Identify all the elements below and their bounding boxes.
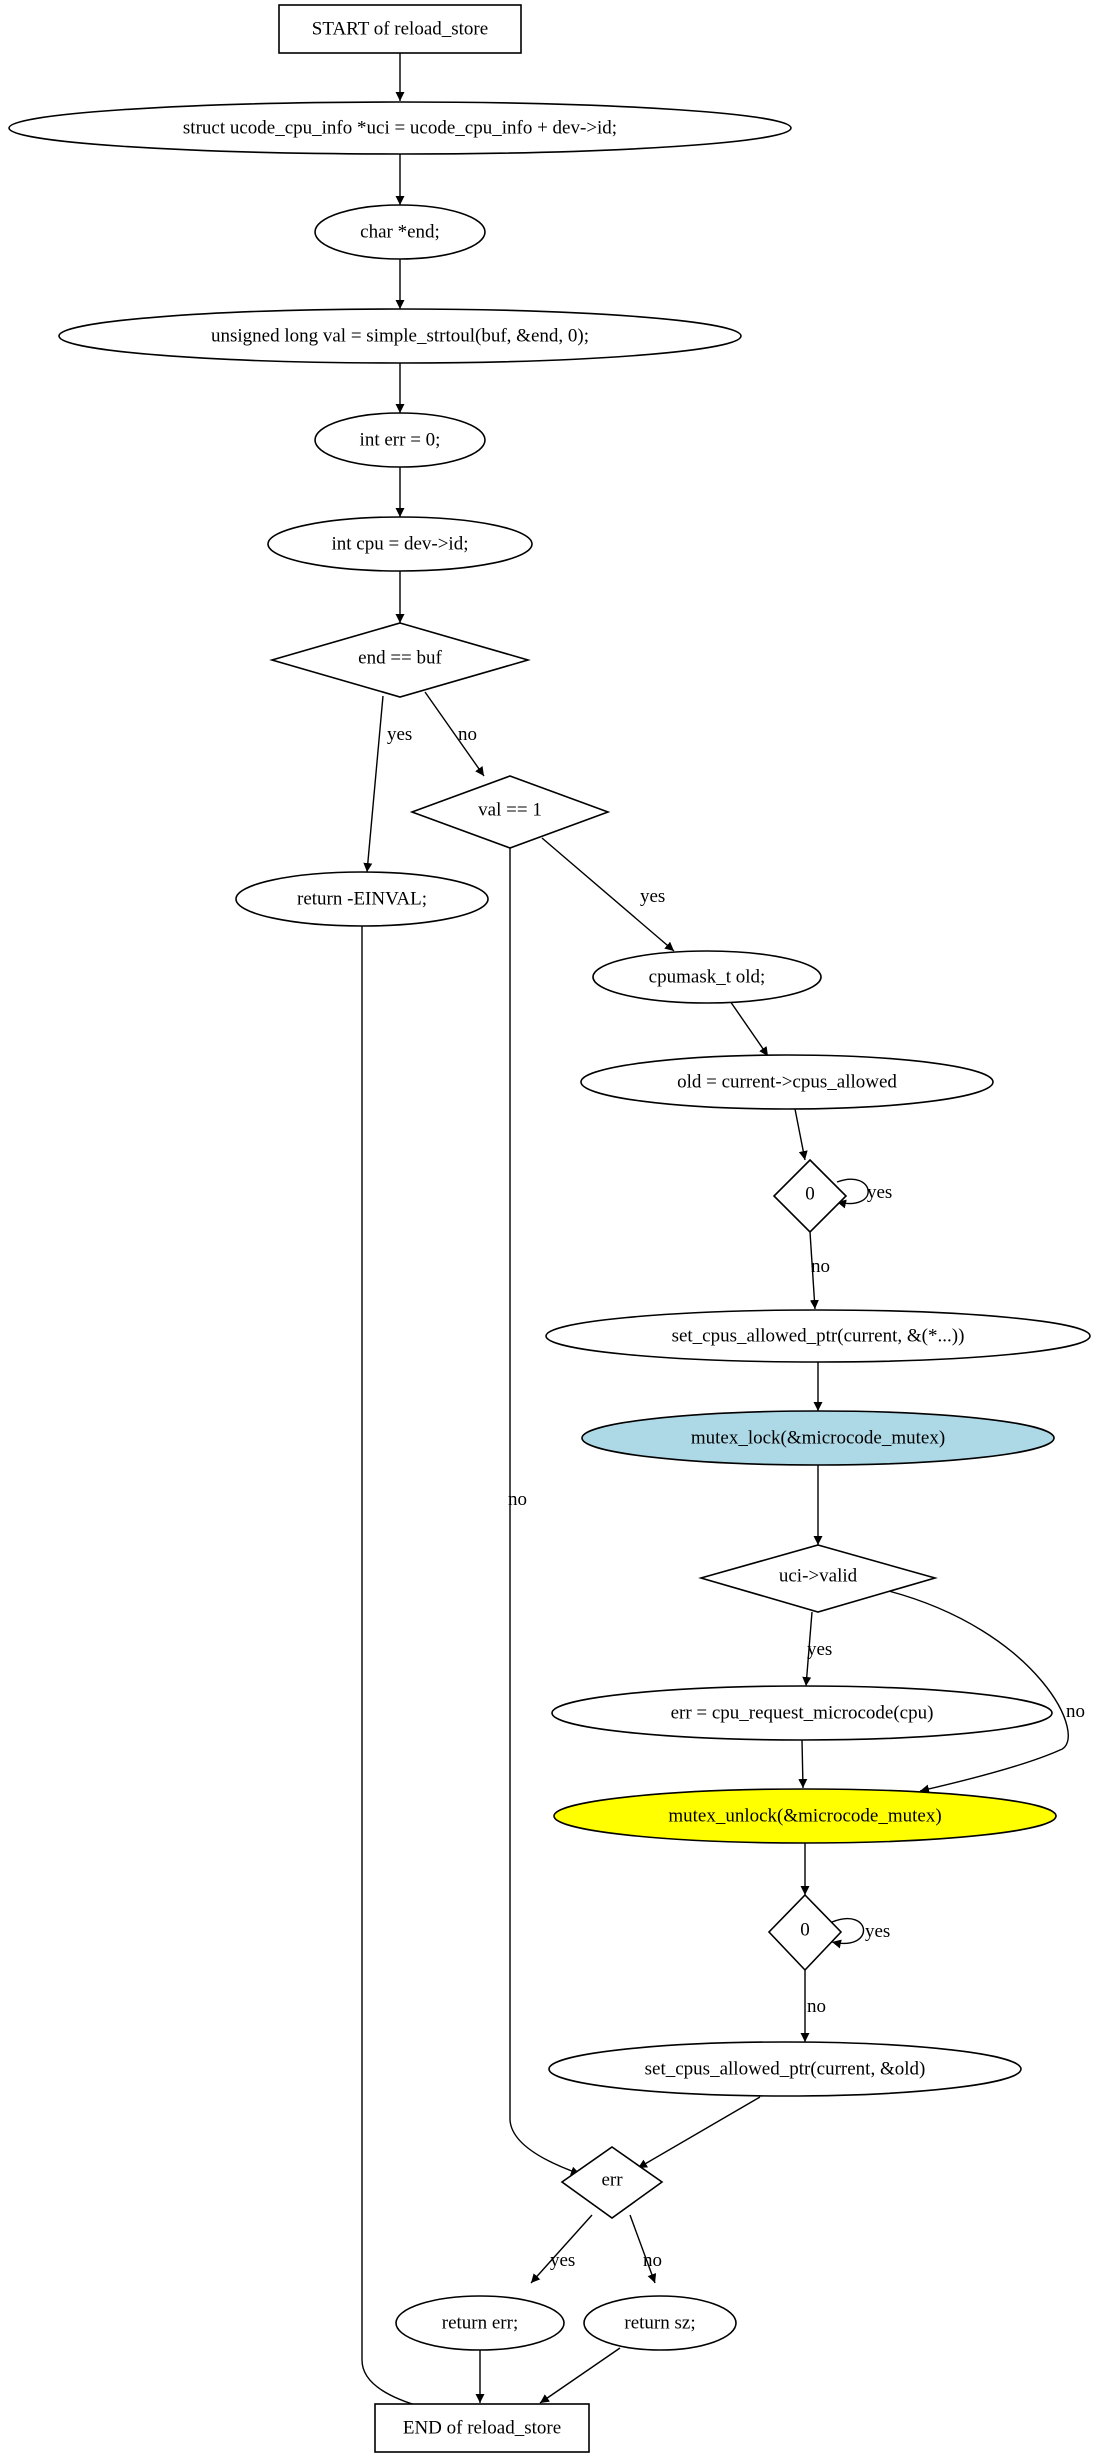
edge-valid-no [884, 1589, 1069, 1794]
edge-err-no [629, 2214, 657, 2284]
edge-val-yes [541, 837, 675, 952]
node-old-decl: cpumask_t old; [592, 950, 822, 1004]
edge-err-assign-to-unlock [798, 1739, 808, 1789]
node-err-assign: err = cpu_request_microcode(cpu) [551, 1685, 1053, 1741]
edge-assign-to-zero1 [794, 1108, 808, 1161]
node-start: START of reload_store [278, 4, 522, 54]
edge-zero2-yes [831, 1917, 865, 1949]
node-start-label: START of reload_store [312, 19, 488, 40]
edge-label-err-no: no [643, 2250, 662, 2271]
node-set-cpus-1-label: set_cpus_allowed_ptr(current, &(*...)) [672, 1326, 965, 1347]
edge-label-end-buf-yes: yes [387, 724, 412, 745]
node-end-label: END of reload_store [403, 2418, 561, 2439]
node-mutex-lock-label: mutex_lock(&microcode_mutex) [691, 1428, 945, 1449]
node-cond-end-buf-label: end == buf [358, 648, 442, 669]
node-end-decl-label: char *end; [360, 222, 440, 243]
node-old-assign-label: old = current->cpus_allowed [677, 1072, 897, 1093]
node-cond-zero-2-label: 0 [800, 1920, 810, 1941]
edge-labels: yes no yes no yes no yes no yes no yes n… [387, 724, 1085, 2271]
node-ret-err-label: return err; [442, 2313, 518, 2334]
node-cond-zero-1: 0 [772, 1158, 848, 1234]
node-cond-val: val == 1 [409, 775, 611, 849]
edge-old-decl-to-assign [729, 1000, 769, 1057]
edge-valid-yes [802, 1611, 813, 1687]
node-set-cpus-2-label: set_cpus_allowed_ptr(current, &old) [645, 2059, 926, 2080]
node-end: END of reload_store [374, 2403, 590, 2453]
node-cond-end-buf: end == buf [269, 622, 531, 698]
node-val-decl-label: unsigned long val = simple_strtoul(buf, … [211, 326, 589, 347]
node-mutex-unlock: mutex_unlock(&microcode_mutex) [553, 1788, 1057, 1844]
node-ret-sz: return sz; [583, 2295, 737, 2351]
edge-zero1-yes [836, 1178, 869, 1209]
edge-label-valid-no: no [1066, 1701, 1085, 1722]
node-ret-sz-label: return sz; [624, 2313, 695, 2334]
node-cond-valid: uci->valid [698, 1544, 938, 1613]
edge-label-zero2-no: no [807, 1996, 826, 2017]
edge-label-val-yes: yes [640, 886, 665, 907]
node-cond-valid-label: uci->valid [779, 1566, 858, 1587]
node-err-decl: int err = 0; [314, 412, 486, 468]
edge-label-end-buf-no: no [458, 724, 477, 745]
edge-label-zero1-no: no [811, 1256, 830, 1277]
node-end-decl: char *end; [314, 204, 486, 260]
node-cpu-decl-label: int cpu = dev->id; [332, 534, 469, 555]
node-cond-zero-1-label: 0 [805, 1184, 815, 1205]
edge-zero1-no [809, 1231, 819, 1310]
edge-label-zero2-yes: yes [865, 1921, 890, 1942]
edge-einval-to-end [361, 926, 423, 2408]
node-uci-decl: struct ucode_cpu_info *uci = ucode_cpu_i… [8, 101, 792, 155]
node-ret-err: return err; [395, 2295, 565, 2351]
edge-set2-to-err [637, 2096, 761, 2169]
node-set-cpus-1: set_cpus_allowed_ptr(current, &(*...)) [545, 1309, 1091, 1363]
node-mutex-unlock-label: mutex_unlock(&microcode_mutex) [668, 1806, 941, 1827]
edge-label-zero1-yes: yes [867, 1182, 892, 1203]
node-cpu-decl: int cpu = dev->id; [267, 516, 533, 572]
edges [361, 53, 1069, 2408]
node-old-assign: old = current->cpus_allowed [580, 1054, 994, 1110]
node-uci-decl-label: struct ucode_cpu_info *uci = ucode_cpu_i… [183, 118, 617, 139]
edge-end-buf-yes [363, 695, 384, 873]
edge-val-no [509, 848, 581, 2176]
node-ret-einval-label: return -EINVAL; [297, 889, 427, 910]
edge-label-valid-yes: yes [807, 1639, 832, 1660]
edge-label-val-no: no [508, 1489, 527, 1510]
node-cond-err-label: err [601, 2170, 623, 2191]
node-err-decl-label: int err = 0; [360, 430, 441, 451]
node-ret-einval: return -EINVAL; [235, 871, 489, 927]
node-set-cpus-2: set_cpus_allowed_ptr(current, &old) [548, 2041, 1022, 2097]
nodes: START of reload_store struct ucode_cpu_i… [8, 4, 1091, 2453]
node-cond-err: err [560, 2146, 664, 2219]
node-cond-val-label: val == 1 [478, 800, 542, 821]
edge-ret-sz-to-end [539, 2347, 621, 2404]
node-mutex-lock: mutex_lock(&microcode_mutex) [581, 1410, 1055, 1466]
node-err-assign-label: err = cpu_request_microcode(cpu) [671, 1703, 934, 1724]
edge-end-buf-no [424, 691, 485, 777]
node-old-decl-label: cpumask_t old; [649, 967, 766, 988]
node-val-decl: unsigned long val = simple_strtoul(buf, … [58, 308, 742, 364]
node-cond-zero-2: 0 [767, 1893, 843, 1972]
edge-label-err-yes: yes [550, 2250, 575, 2271]
edge-err-yes [530, 2214, 593, 2284]
